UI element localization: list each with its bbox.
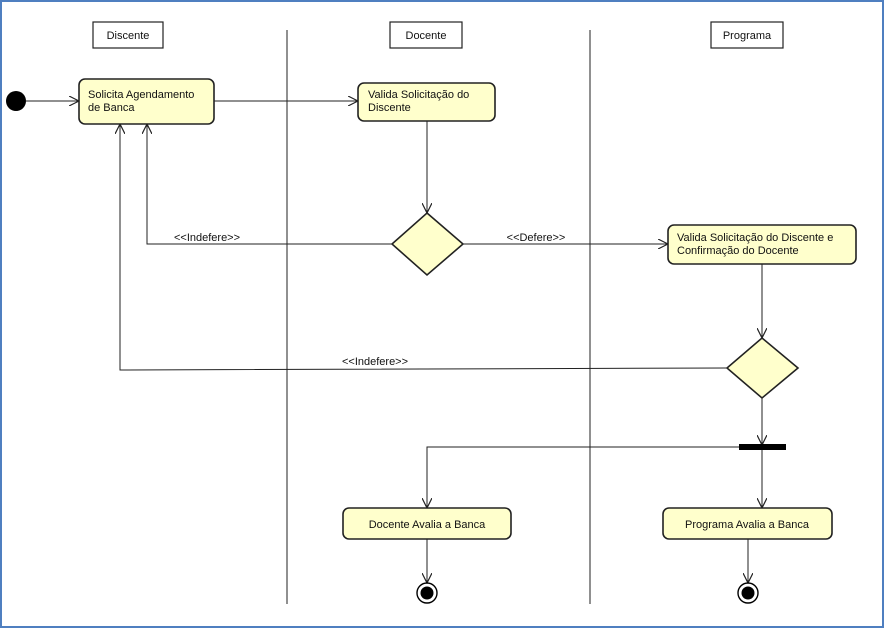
lane-header-programa: Programa <box>710 21 784 49</box>
initial-node <box>6 91 26 111</box>
activity-docente-avalia: Docente Avalia a Banca <box>342 507 512 540</box>
final-node-docente <box>416 582 438 604</box>
lane-label-docente: Docente <box>406 30 447 42</box>
activity-label-line: de Banca <box>88 102 135 114</box>
guard-indefere-programa: <<Indefere>> <box>342 356 408 368</box>
activity-valida-docente: Valida Solicitação do Discente <box>357 82 496 122</box>
activity-label-line: Docente Avalia a Banca <box>369 519 486 531</box>
activity-label-line: Discente <box>368 102 411 114</box>
flow-indefere-programa <box>120 124 729 371</box>
activity-label-line: Confirmação do Docente <box>677 245 799 257</box>
connectors <box>26 101 762 583</box>
lane-header-docente: Docente <box>389 21 463 49</box>
activity-label-line: Valida Solicitação do Discente e <box>677 232 833 244</box>
final-node-programa <box>737 582 759 604</box>
guard-indefere-docente: <<Indefere>> <box>174 232 240 244</box>
activity-solicita-agendamento: Solicita Agendamento de Banca <box>78 78 215 125</box>
lane-header-discente: Discente <box>92 21 164 49</box>
activity-label-line: Valida Solicitação do <box>368 89 469 101</box>
activity-programa-avalia: Programa Avalia a Banca <box>662 507 833 540</box>
lane-label-programa: Programa <box>723 30 772 42</box>
fork-bar <box>739 444 786 450</box>
activity-label-line: Programa Avalia a Banca <box>685 519 810 531</box>
activity-label-line: Solicita Agendamento <box>88 89 194 101</box>
lane-label-discente: Discente <box>107 30 150 42</box>
flow-fork-to-docente-avalia <box>427 446 762 508</box>
decision-programa <box>725 336 800 400</box>
flow-indefere-docente <box>147 124 392 245</box>
guard-defere: <<Defere>> <box>507 232 566 244</box>
decision-docente <box>390 211 465 277</box>
activity-valida-programa: Valida Solicitação do Discente e Confirm… <box>667 224 857 265</box>
